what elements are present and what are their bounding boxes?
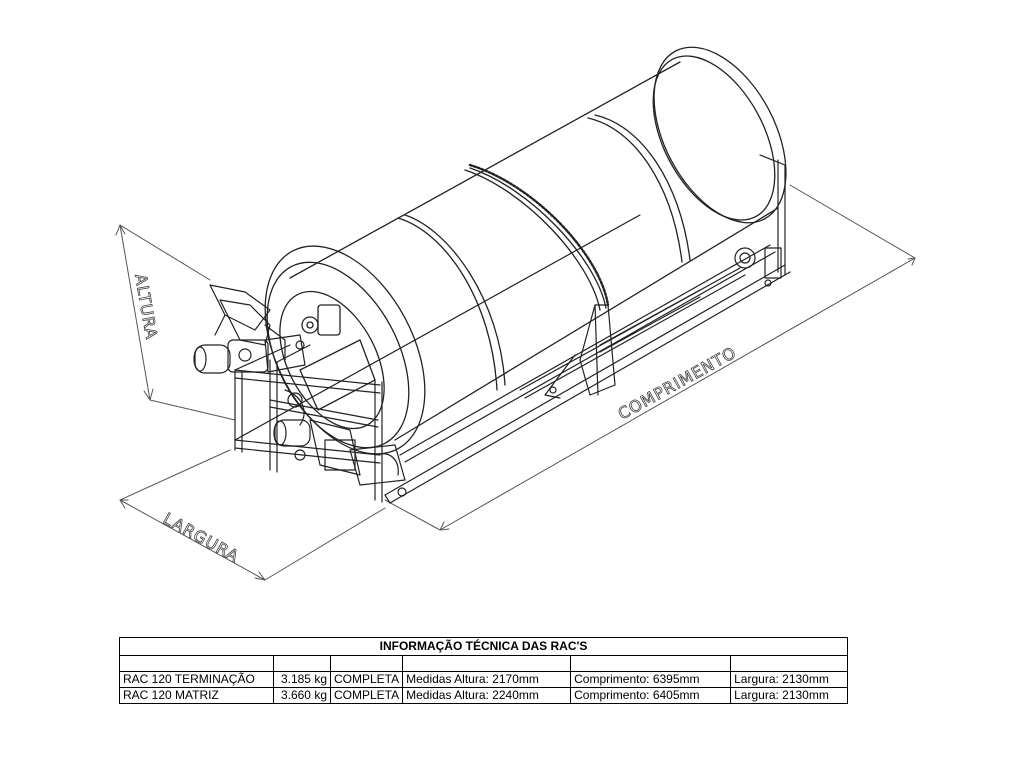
- width-cell: Largura: 2130mm: [730, 671, 848, 688]
- length-dimension-label: COMPRIMENTO: [615, 343, 740, 424]
- type-cell: COMPLETA: [329, 687, 404, 704]
- drum: [264, 46, 787, 455]
- table-title: INFORMAÇÃO TÉCNICA DAS RAC'S: [119, 637, 848, 656]
- height-cell: Medidas Altura: 2170mm: [402, 671, 572, 688]
- height-dimension-label: ALTURA: [131, 272, 161, 341]
- width-dimension: [119, 449, 386, 581]
- width-cell: Largura: 2130mm: [730, 687, 848, 704]
- length-cell: Comprimento: 6405mm: [570, 687, 732, 704]
- drum-support: [544, 304, 616, 399]
- table-row: RAC 120 MATRIZ 3.660 kg COMPLETA Medidas…: [119, 687, 848, 704]
- machine-technical-drawing: ALTURA COMPRIMENTO LARGURA: [115, 46, 916, 581]
- model-cell: RAC 120 MATRIZ: [119, 687, 274, 704]
- weight-cell: 3.660 kg: [273, 687, 331, 704]
- model-cell: RAC 120 TERMINAÇÃO: [119, 671, 274, 688]
- technical-info-table: INFORMAÇÃO TÉCNICA DAS RAC'S RAC 120 TER…: [119, 637, 848, 704]
- length-cell: Comprimento: 6395mm: [570, 671, 732, 688]
- width-dimension-label: LARGURA: [160, 509, 243, 566]
- table-row: RAC 120 TERMINAÇÃO 3.185 kg COMPLETA Med…: [119, 671, 848, 688]
- motor-lower: [273, 389, 406, 486]
- weight-cell: 3.185 kg: [273, 671, 331, 688]
- base-frame: [234, 154, 791, 504]
- height-cell: Medidas Altura: 2240mm: [402, 687, 572, 704]
- table-title-row: INFORMAÇÃO TÉCNICA DAS RAC'S: [119, 637, 848, 656]
- type-cell: COMPLETA: [329, 671, 404, 688]
- table-blank-row: [119, 655, 848, 672]
- hopper: [209, 284, 286, 361]
- length-dimension: [384, 184, 916, 531]
- motor-upper: [193, 334, 306, 374]
- height-dimension: [115, 224, 236, 421]
- front-frame: [234, 344, 407, 503]
